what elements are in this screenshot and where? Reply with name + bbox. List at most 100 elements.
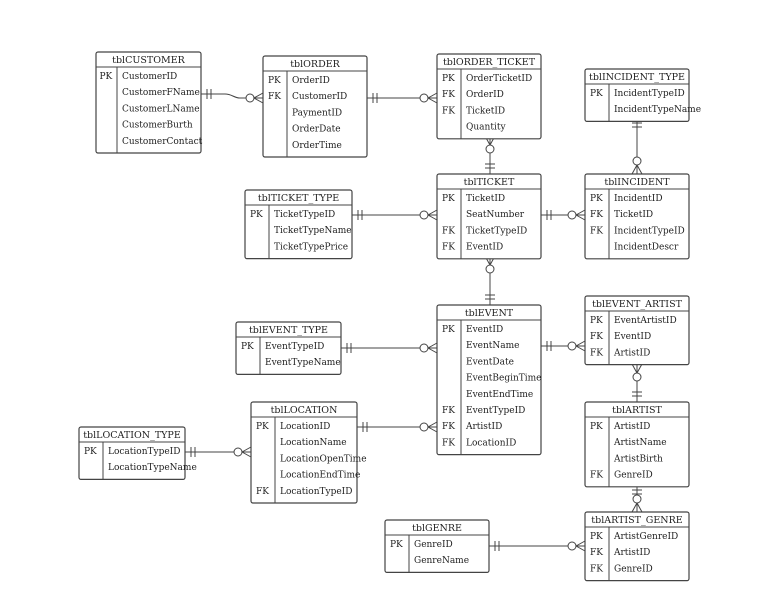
table-box	[262, 55, 368, 158]
rel-incidenttype-incident	[631, 117, 643, 175]
table-event: tblEVENT PK EventID EventNameEventDateEvent…	[436, 304, 542, 456]
field-name: OrderID	[292, 76, 330, 86]
field-name: Quantity	[466, 123, 506, 133]
key-label: PK	[590, 532, 603, 542]
rel-eventtype-event	[341, 342, 438, 354]
table-box	[250, 401, 358, 504]
entity-tables: tblCUSTOMER PK CustomerID CustomerFNameCust…	[78, 51, 701, 582]
field-name: CustomerFName	[122, 88, 200, 98]
field-name: EventDate	[466, 357, 514, 367]
rel-artist-eventartist	[631, 363, 643, 402]
field-name: TicketID	[466, 194, 505, 204]
field-name: TicketID	[466, 106, 505, 116]
field-name: GenreID	[614, 471, 653, 481]
table-box	[384, 519, 490, 574]
table-name: tblLOCATION	[271, 405, 338, 416]
rel-event-eventartist	[541, 340, 586, 352]
field-name: TicketTypeID	[274, 210, 335, 220]
key-label: FK	[590, 210, 603, 220]
table-box	[584, 68, 690, 123]
field-name: EventID	[614, 332, 651, 342]
key-label: PK	[241, 342, 254, 352]
table-name: tblLOCATION_TYPE	[83, 430, 181, 441]
table-name: tblEVENT_TYPE	[249, 325, 328, 336]
key-label: PK	[100, 72, 113, 82]
key-label: FK	[590, 564, 603, 574]
field-name: TicketTypeName	[274, 226, 352, 236]
field-name: OrderTime	[292, 141, 342, 151]
field-name: LocationTypeID	[280, 487, 352, 497]
rel-order-orderticket	[367, 92, 438, 104]
key-label: PK	[590, 422, 603, 432]
key-label: PK	[590, 316, 603, 326]
key-label: FK	[442, 438, 455, 448]
key-label: FK	[442, 243, 455, 253]
field-name: OrderID	[466, 90, 504, 100]
table-box	[235, 321, 342, 376]
field-name: EventID	[466, 325, 503, 335]
key-label: PK	[250, 210, 263, 220]
table-name: tblEVENT_ARTIST	[592, 299, 683, 310]
key-label: PK	[256, 422, 269, 432]
rel-tickettype-ticket	[352, 209, 438, 221]
key-label: FK	[442, 226, 455, 236]
key-label: FK	[590, 471, 603, 481]
table-box	[436, 304, 542, 456]
field-name: PaymentID	[292, 108, 342, 118]
field-name: IncidentTypeName	[614, 105, 701, 115]
rel-locationtype-location	[185, 446, 252, 458]
field-name: EventID	[466, 243, 503, 253]
key-label: PK	[268, 76, 281, 86]
rel-genre-artistgenre	[489, 540, 586, 552]
key-label: PK	[442, 325, 455, 335]
field-name: CustomerBurth	[122, 121, 193, 131]
field-name: OrderTicketID	[466, 74, 532, 84]
field-name: IncidentTypeID	[614, 226, 685, 236]
field-name: CustomerID	[292, 92, 347, 102]
table-box	[584, 295, 690, 366]
field-name: ArtistName	[613, 438, 667, 448]
field-name: IncidentTypeID	[614, 89, 685, 99]
field-name: ArtistID	[613, 422, 650, 432]
table-name: tblTICKET	[464, 177, 515, 188]
field-name: EventTypeID	[466, 406, 525, 416]
field-name: TicketTypePrice	[274, 242, 348, 252]
rel-ticket-incident	[541, 209, 586, 221]
table-box	[244, 189, 353, 260]
field-name: EventName	[466, 341, 520, 351]
field-name: LocationEndTime	[280, 471, 360, 481]
field-name: ArtistID	[613, 548, 650, 558]
field-name: LocationID	[466, 438, 516, 448]
key-label: PK	[84, 447, 97, 457]
table-box	[436, 53, 542, 140]
field-name: IncidentDescr	[614, 243, 679, 253]
field-name: IncidentID	[614, 194, 663, 204]
table-name: tblORDER	[290, 59, 340, 70]
table-name: tblCUSTOMER	[112, 55, 186, 66]
field-name: EventBeginTime	[466, 374, 542, 384]
field-name: EventEndTime	[466, 390, 533, 400]
field-name: EventTypeID	[265, 342, 324, 352]
rel-location-event	[357, 421, 438, 433]
field-name: EventArtistID	[614, 316, 677, 326]
table-name: tblEVENT	[465, 308, 514, 319]
table-name: tblTICKET_TYPE	[258, 193, 339, 204]
key-label: FK	[590, 548, 603, 558]
key-label: FK	[442, 90, 455, 100]
field-name: LocationName	[280, 438, 347, 448]
field-name: ArtistID	[613, 348, 650, 358]
field-name: CustomerLName	[122, 104, 200, 114]
field-name: GenreName	[414, 556, 469, 566]
rel-customer-order	[201, 89, 264, 104]
